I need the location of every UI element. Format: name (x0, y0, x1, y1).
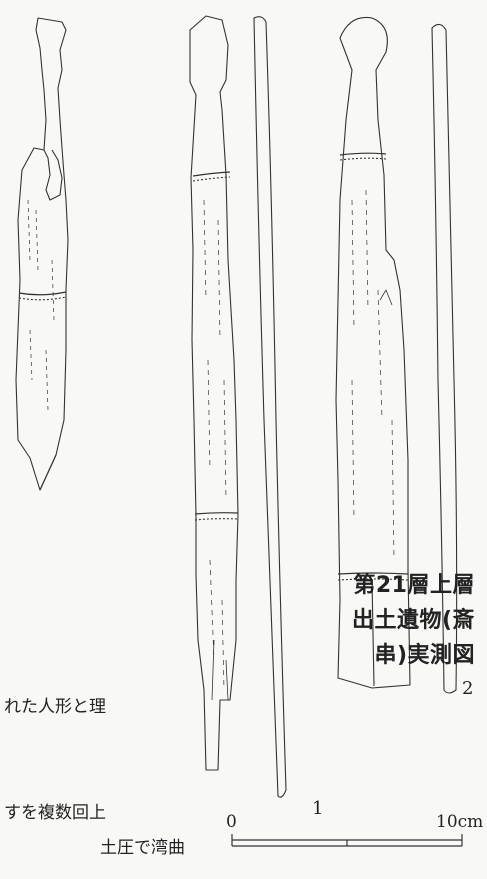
body-text-fragment-2: すを複数回上 (4, 803, 106, 823)
scale-start-label: 0 (226, 812, 237, 832)
figure-title-line-3: 串)実測図 (374, 643, 475, 668)
body-text-fragment-3: 土圧で湾曲 (100, 838, 185, 858)
figure-title-line-1: 第21層上層 (353, 573, 475, 598)
item-label-1: 1 (312, 798, 324, 819)
item-label-2: 2 (462, 678, 474, 699)
figure-title-line-2: 出土遺物(斎 (351, 608, 475, 633)
partial-artifact-left (15, 17, 69, 491)
body-text-fragment-1: れた人形と理 (4, 697, 106, 717)
scale-bar (231, 834, 463, 847)
artifact-1-drawing (189, 15, 287, 798)
artifact-2-drawing (335, 16, 458, 694)
scale-end-label: 10cm (436, 812, 484, 832)
